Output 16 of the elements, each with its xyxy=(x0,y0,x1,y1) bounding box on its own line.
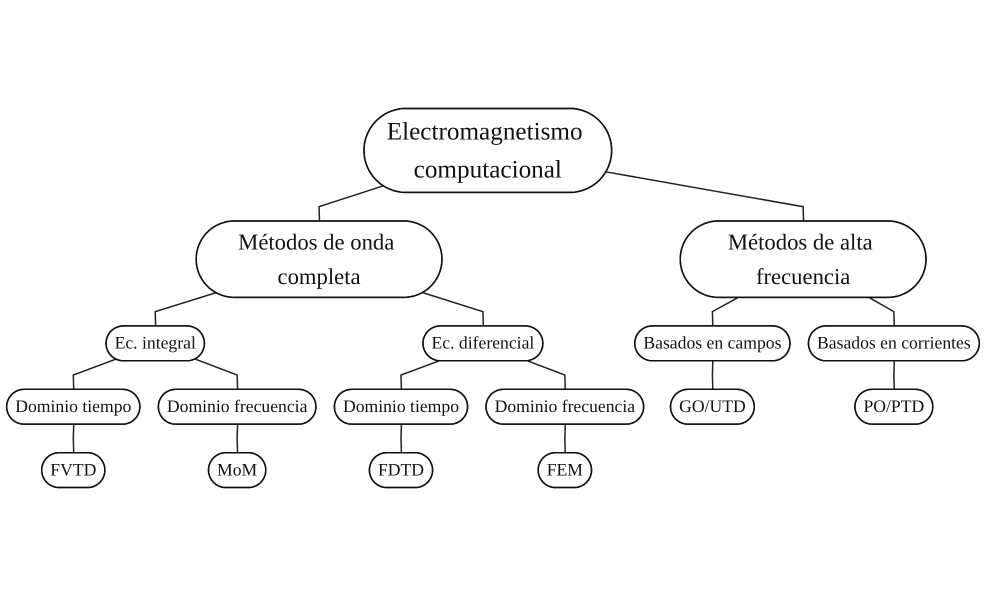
connector xyxy=(712,297,738,326)
connector xyxy=(606,171,804,222)
connector xyxy=(869,297,896,326)
connector xyxy=(712,361,714,390)
connector xyxy=(154,292,216,326)
connector xyxy=(528,360,566,390)
connector xyxy=(422,292,484,326)
connector xyxy=(72,424,74,454)
connector xyxy=(400,360,439,390)
connector xyxy=(564,424,566,454)
connector xyxy=(400,424,402,454)
connector xyxy=(893,361,896,390)
connector xyxy=(236,424,238,454)
connector xyxy=(72,358,116,390)
connector xyxy=(195,358,238,390)
connector xyxy=(318,185,384,222)
